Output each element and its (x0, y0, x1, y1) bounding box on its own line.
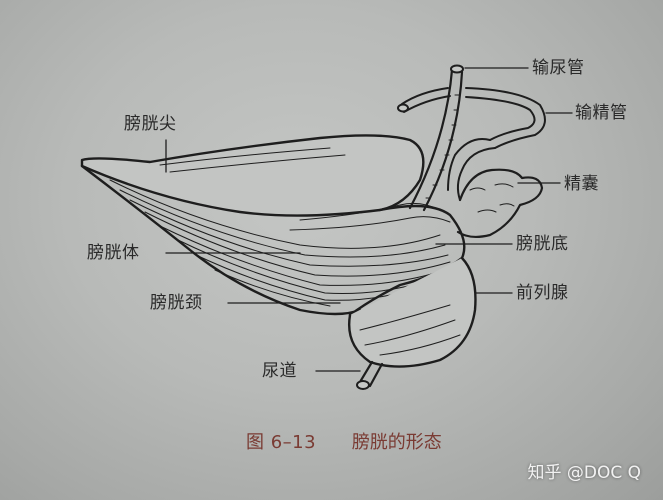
label-bladder-fundus: 膀胱底 (516, 234, 569, 254)
figure-number: 图 6–13 (246, 432, 317, 453)
figure-caption: 图 6–13 膀胱的形态 (246, 428, 442, 454)
zhihu-watermark: 知乎 @DOC Q (527, 463, 641, 483)
label-bladder-neck: 膀胱颈 (150, 293, 203, 313)
label-ureter: 输尿管 (532, 58, 585, 78)
urethra-drawing (356, 360, 384, 390)
label-bladder-apex: 膀胱尖 (124, 114, 177, 134)
vas-deferens-drawing (397, 87, 546, 201)
label-vas-deferens: 输精管 (575, 103, 628, 123)
seminal-vesicle-drawing (456, 168, 544, 239)
label-bladder-body: 膀胱体 (87, 243, 140, 263)
label-urethra: 尿道 (262, 361, 297, 381)
prostate-drawing (348, 256, 477, 368)
label-seminal-vesicle: 精囊 (564, 174, 599, 194)
ureter-drawing (408, 64, 464, 212)
figure-title: 膀胱的形态 (351, 432, 442, 453)
label-prostate: 前列腺 (516, 283, 569, 303)
leader-lines (165, 67, 573, 372)
